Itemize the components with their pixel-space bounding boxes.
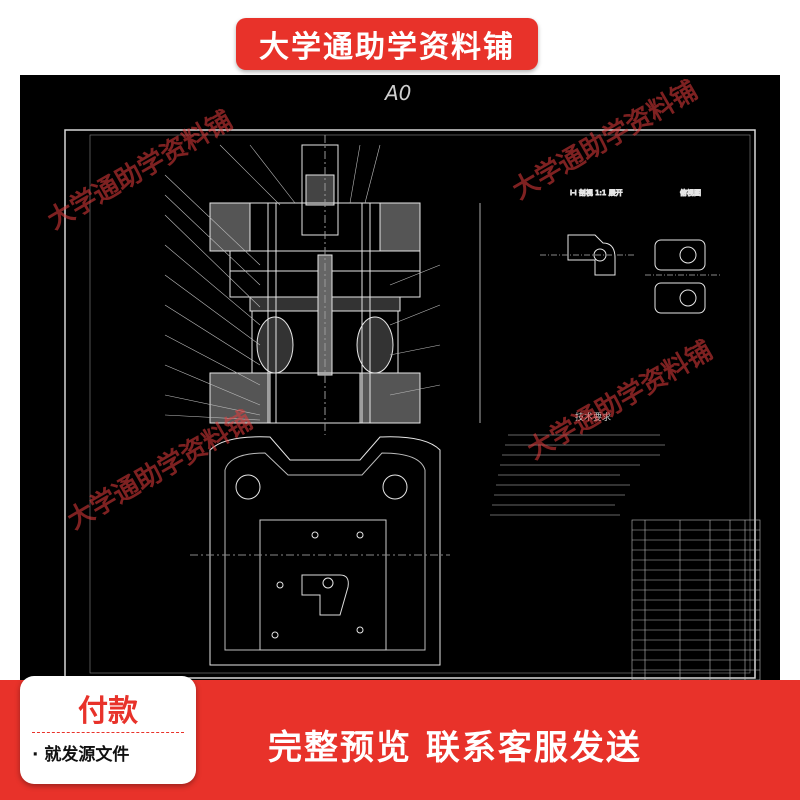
- payment-subtitle: · 就发源文件: [32, 745, 130, 765]
- payment-title: 付款: [78, 694, 138, 729]
- sheet-inner-frame: [89, 134, 751, 674]
- sheet-label: A0: [383, 81, 411, 105]
- cad-drawing: A0: [20, 75, 780, 687]
- parts-list-table: [631, 519, 761, 681]
- sheet-frame: [64, 129, 756, 679]
- die-section-view: [164, 135, 481, 435]
- banner-title: 大学通助学资料铺: [259, 30, 515, 65]
- cad-drawing-canvas: A0: [64, 81, 761, 681]
- payment-card[interactable]: 付款 · 就发源文件: [20, 676, 196, 784]
- notes-title: 技术要求: [575, 411, 611, 423]
- section-label-1: I-I 剖视 1:1 展开: [570, 188, 623, 197]
- technical-notes: 技术要求: [490, 411, 665, 516]
- top-banner: 大学通助学资料铺: [236, 18, 538, 70]
- part-detail-view-1: I-I 剖视 1:1 展开: [540, 188, 635, 276]
- part-detail-view-2: 俯视图: [645, 188, 720, 314]
- die-plan-view: [190, 436, 450, 666]
- payment-divider: [32, 732, 184, 733]
- section-label-2: 俯视图: [680, 188, 701, 197]
- footer-cta: 完整预览 联系客服发送: [268, 728, 642, 768]
